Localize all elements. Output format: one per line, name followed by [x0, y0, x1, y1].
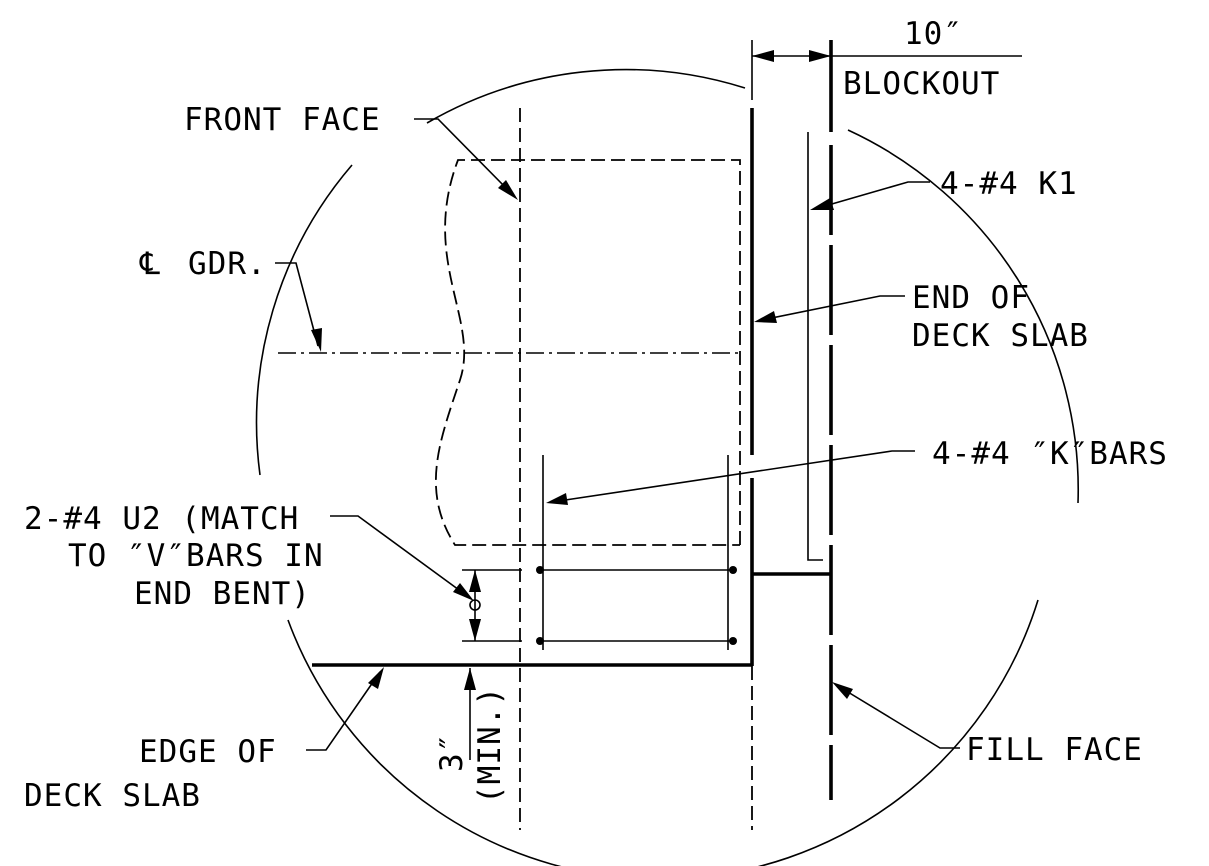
- centerline-symbol: [469, 599, 481, 611]
- girder-centerline-label: GDR.: [188, 246, 267, 282]
- end-of-deck-slab-label-line2: DECK SLAB: [912, 318, 1089, 354]
- u2-bars-label-line1: 2-#4 U2 (MATCH: [24, 501, 299, 537]
- end-of-deck-slab-label-line1: END OF: [912, 280, 1030, 316]
- detail-circle: [255, 68, 1080, 866]
- u2-bars-label-line3: END BENT): [134, 576, 311, 612]
- edge-of-deck-slab-label-line1: EDGE OF: [139, 734, 277, 770]
- edge-of-deck-slab-label-line2: DECK SLAB: [24, 778, 201, 814]
- front-face-label: FRONT FACE: [184, 102, 381, 138]
- blockout-dimension-value: 10″: [904, 16, 963, 52]
- bar-dot: [729, 566, 737, 574]
- k1-bar: [807, 132, 823, 561]
- blockout-label: BLOCKOUT: [843, 66, 1000, 102]
- k1-bars-label: 4-#4 K1: [940, 166, 1078, 202]
- fill-face-label: FILL FACE: [966, 732, 1143, 768]
- k-bars-label: 4-#4 ″K″BARS: [932, 436, 1168, 472]
- centerline-symbol-text: ℄: [139, 246, 161, 282]
- u2-bars-label-line2: TO ″V″BARS IN: [68, 538, 324, 574]
- girder-outline: [435, 159, 741, 546]
- min-cover-value: 3″: [434, 733, 470, 772]
- bar-dot: [536, 566, 544, 574]
- min-cover-min-label: (MIN.): [472, 686, 508, 804]
- bar-dot: [729, 637, 737, 645]
- bar-dot: [536, 637, 544, 645]
